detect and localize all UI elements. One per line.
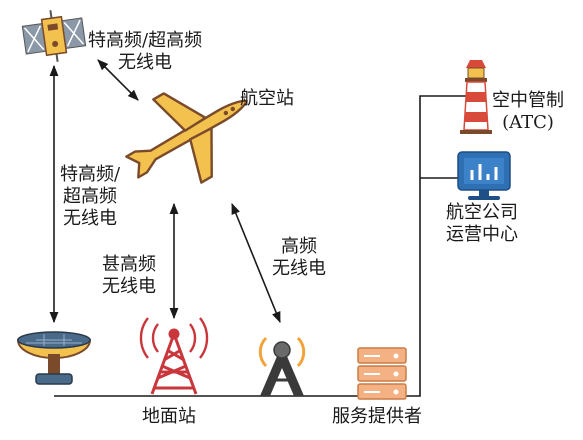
label-hf-link: 高频 无线电	[272, 236, 326, 279]
link-sat-aircraft	[97, 59, 139, 101]
label-ground-station: 地面站	[142, 406, 196, 427]
label-sat-ground-link: 特高频/ 超高频 无线电	[60, 164, 121, 229]
label-atc: 空中管制 (ATC)	[492, 90, 564, 133]
label-sat-aircraft-link: 特高频/超高频 无线电	[88, 30, 203, 73]
cell-tower-icon	[258, 336, 306, 396]
label-service-provider: 服务提供者	[332, 406, 422, 427]
label-airline-ops: 航空公司 运营中心	[446, 202, 518, 245]
satellite-icon	[21, 10, 87, 62]
connections	[49, 59, 468, 397]
radio-tower-icon	[139, 317, 209, 395]
link-aircraft-cell-tower	[231, 202, 281, 324]
monitor-chart-icon	[457, 151, 511, 200]
label-aircraft: 航空站	[240, 88, 294, 109]
lighthouse-icon	[460, 60, 492, 134]
ground-network-line	[54, 95, 468, 397]
label-vhf-link: 甚高频 无线电	[102, 254, 156, 297]
airplane-icon	[125, 92, 248, 184]
server-rack-icon	[357, 347, 407, 400]
satellite-dish-icon	[16, 331, 92, 385]
